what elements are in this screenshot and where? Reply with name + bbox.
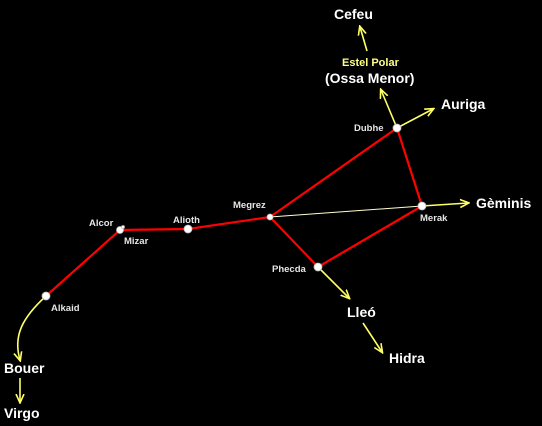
label-geminis: Gèminis — [476, 195, 531, 211]
label-phecda: Phecda — [272, 264, 307, 275]
label-cefeu: Cefeu — [334, 6, 373, 22]
pointer-arrows — [18, 27, 468, 402]
star-alkaid — [41, 291, 51, 301]
label-alkaid: Alkaid — [51, 303, 80, 314]
star-alcor — [121, 225, 125, 229]
label-virgo: Virgo — [4, 405, 40, 421]
label-bouer: Bouer — [4, 360, 45, 376]
line-alioth-mizar — [119, 227, 189, 232]
label-auriga: Auriga — [441, 96, 486, 112]
line-phecda-megrez — [269, 216, 319, 268]
star-phecda — [313, 262, 323, 272]
guide-line-megrez-merak — [269, 205, 423, 218]
line-megrez-dubhe — [269, 127, 398, 218]
star-alioth — [183, 224, 193, 234]
label-leo: Lleó — [347, 304, 376, 320]
arrow-to-polar — [381, 90, 398, 129]
arrow-to-auriga — [396, 109, 433, 129]
line-merak-phecda — [317, 205, 423, 268]
label-ossa-menor: (Ossa Menor) — [325, 70, 414, 86]
star-dubhe — [392, 123, 402, 133]
arrow-to-bouer — [18, 295, 47, 360]
asterism-lines — [45, 127, 424, 297]
label-mizar: Mizar — [124, 236, 149, 247]
label-hidra: Hidra — [389, 350, 425, 366]
stars — [41, 123, 427, 301]
star-merak — [417, 201, 427, 211]
target-labels: Cefeu Estel Polar (Ossa Menor) Auriga Gè… — [4, 6, 531, 421]
star-labels: Dubhe Merak Phecda Megrez Alioth Mizar A… — [51, 123, 448, 314]
arrow-to-cefeu — [360, 27, 368, 52]
arrow-to-hidra — [362, 322, 382, 352]
arrow-to-leo — [317, 266, 349, 298]
label-alioth: Alioth — [173, 215, 200, 226]
line-dubhe-merak — [395, 127, 424, 207]
label-dubhe: Dubhe — [354, 123, 384, 134]
label-megrez: Megrez — [233, 200, 266, 211]
line-mizar-alkaid — [45, 229, 121, 297]
arrow-to-geminis — [421, 203, 468, 206]
label-alcor: Alcor — [89, 218, 114, 229]
label-merak: Merak — [420, 213, 448, 224]
star-megrez — [266, 213, 274, 221]
line-megrez-alioth — [187, 215, 271, 231]
label-estel-polar: Estel Polar — [342, 57, 400, 69]
